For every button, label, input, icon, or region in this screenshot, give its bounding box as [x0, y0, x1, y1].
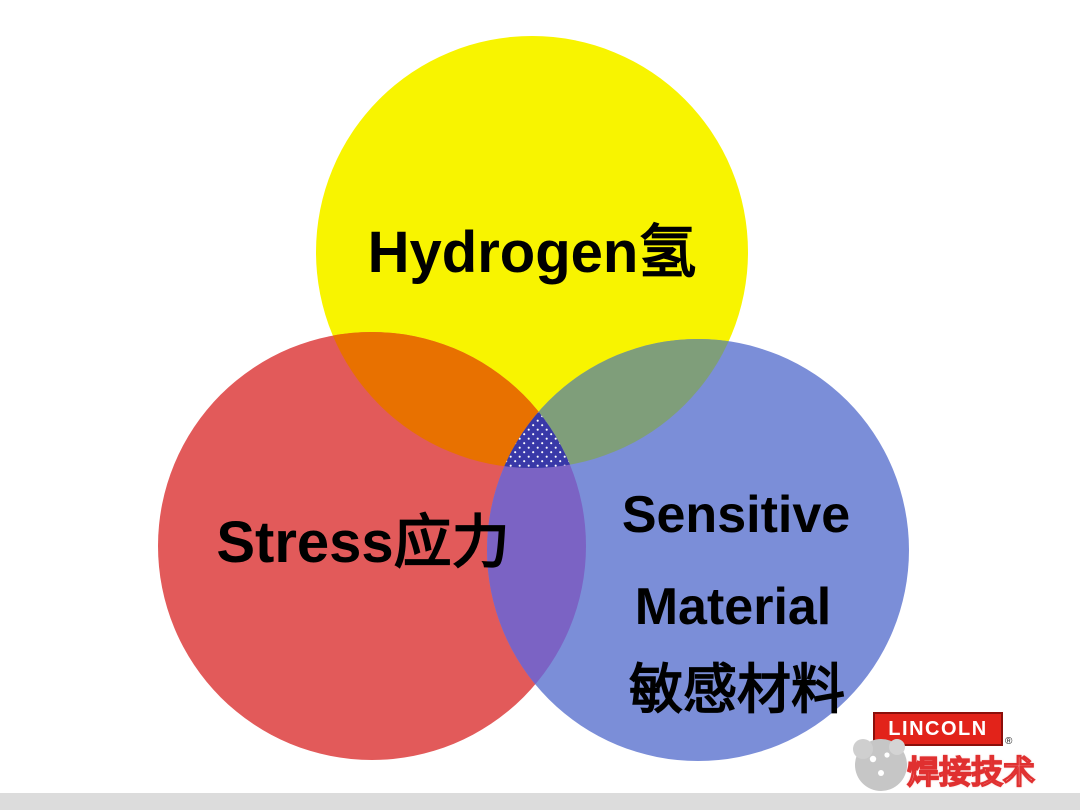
- material-label-line1: Sensitive: [622, 486, 850, 544]
- stress-label: Stress应力: [216, 510, 509, 575]
- material-label-line2: Material: [635, 578, 832, 636]
- overlap-hydrogen-material: [487, 339, 748, 468]
- registered-trademark-icon: ®: [1005, 736, 1013, 747]
- overlap-hydrogen-stress: [316, 332, 586, 468]
- lincoln-logo-text: LINCOLN: [888, 718, 988, 740]
- watermark-logo-icon: [853, 739, 907, 791]
- hydrogen-label: Hydrogen氢: [368, 220, 697, 285]
- bottom-strip: [0, 793, 1080, 810]
- watermark-text: 焊接技术: [906, 753, 1036, 790]
- material-label-line3: 敏感材料: [629, 660, 845, 720]
- watermark: 焊接技术: [845, 733, 1080, 795]
